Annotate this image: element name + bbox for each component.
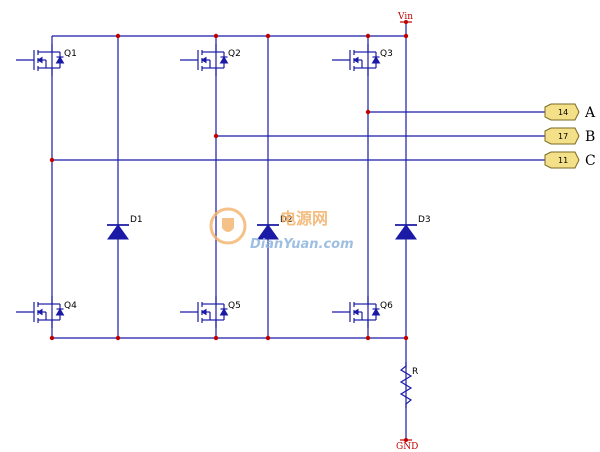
top-rail — [52, 22, 407, 37]
resistor-r: R — [399, 362, 418, 408]
watermark-chinese: 电源网 — [280, 209, 328, 228]
junction-dot — [213, 133, 219, 139]
q2-label: Q2 — [228, 49, 241, 59]
junction-dot — [365, 109, 371, 115]
q3-label: Q3 — [380, 49, 393, 59]
gnd-label: GND — [396, 442, 418, 452]
plug-logo-icon — [209, 207, 247, 245]
watermark-english: DianYuan.com — [250, 237, 354, 252]
diode-d3: D3 — [394, 215, 431, 240]
junction-nodes — [49, 20, 409, 442]
port-c-label: C — [585, 153, 596, 169]
junction-dot — [115, 335, 121, 341]
junction-dot — [403, 335, 409, 341]
junction-dot — [49, 157, 55, 163]
port-a-label: A — [584, 105, 596, 121]
q1-label: Q1 — [64, 49, 77, 59]
junction-dot — [115, 33, 121, 39]
q5-label: Q5 — [228, 301, 241, 311]
transistor-q6: Q6 — [331, 295, 393, 329]
vin-label: Vin — [397, 12, 413, 22]
junction-dot — [213, 335, 219, 341]
d1-label: D1 — [130, 215, 143, 225]
transistor-q5: Q5 — [179, 295, 241, 329]
port-c: 11 C — [544, 151, 596, 169]
transistor-q2: Q2 — [179, 43, 241, 77]
junction-dot — [213, 33, 219, 39]
r-label: R — [412, 367, 418, 377]
phase-lines — [52, 111, 545, 161]
diode-d1: D1 — [106, 215, 143, 240]
vin-power: Vin — [397, 12, 413, 23]
port-a-number: 14 — [558, 108, 568, 117]
port-b-label: B — [585, 129, 595, 145]
d2-label: D2 — [280, 215, 293, 225]
gnd-power: GND — [396, 439, 418, 452]
q6-label: Q6 — [380, 301, 393, 311]
port-a: 14 A — [544, 103, 596, 121]
d3-label: D3 — [418, 215, 431, 225]
port-b: 17 B — [544, 127, 595, 145]
junction-dot — [265, 33, 271, 39]
junction-dot — [365, 33, 371, 39]
junction-dot — [403, 33, 409, 39]
junction-dot — [365, 335, 371, 341]
diode-d2: D2 — [256, 215, 293, 240]
watermark: 电源网 DianYuan.com — [209, 207, 354, 252]
junction-dot — [49, 335, 55, 341]
q4-label: Q4 — [64, 301, 77, 311]
junction-dot — [265, 335, 271, 341]
transistor-q1: Q1 — [15, 43, 77, 77]
transistor-q3: Q3 — [331, 43, 393, 77]
port-b-number: 17 — [558, 132, 568, 141]
port-c-number: 11 — [558, 156, 568, 165]
transistor-q4: Q4 — [15, 295, 77, 329]
